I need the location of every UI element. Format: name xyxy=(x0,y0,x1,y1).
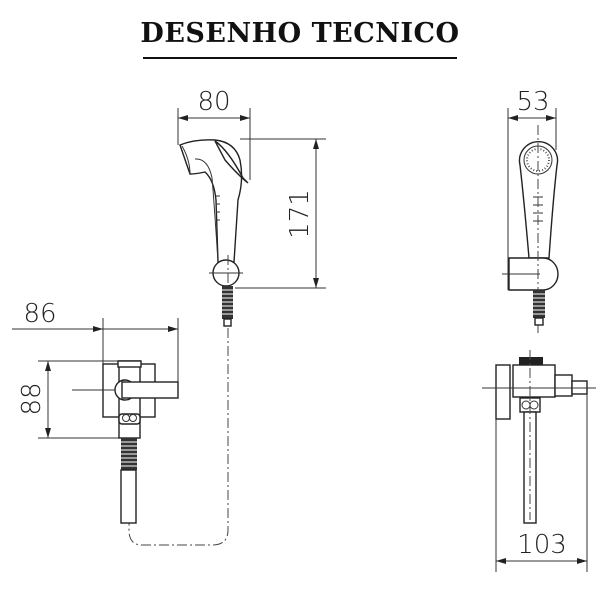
title-underline xyxy=(143,57,457,59)
dimension-171: 171 xyxy=(285,189,315,239)
dimension-88: 88 xyxy=(17,382,47,415)
dimension-80: 80 xyxy=(197,87,230,117)
page-title: DESENHO TECNICO xyxy=(140,18,460,49)
valve-front-view: 86 88 xyxy=(12,299,179,524)
handshower-side-view: 53 xyxy=(502,87,559,335)
handshower-front-view: 80 171 xyxy=(177,87,326,327)
dimension-53: 53 xyxy=(516,87,549,117)
hose-path xyxy=(128,328,229,546)
dimension-86: 86 xyxy=(23,299,56,329)
valve-side-view: 103 xyxy=(482,350,596,572)
dimension-103: 103 xyxy=(517,530,567,560)
